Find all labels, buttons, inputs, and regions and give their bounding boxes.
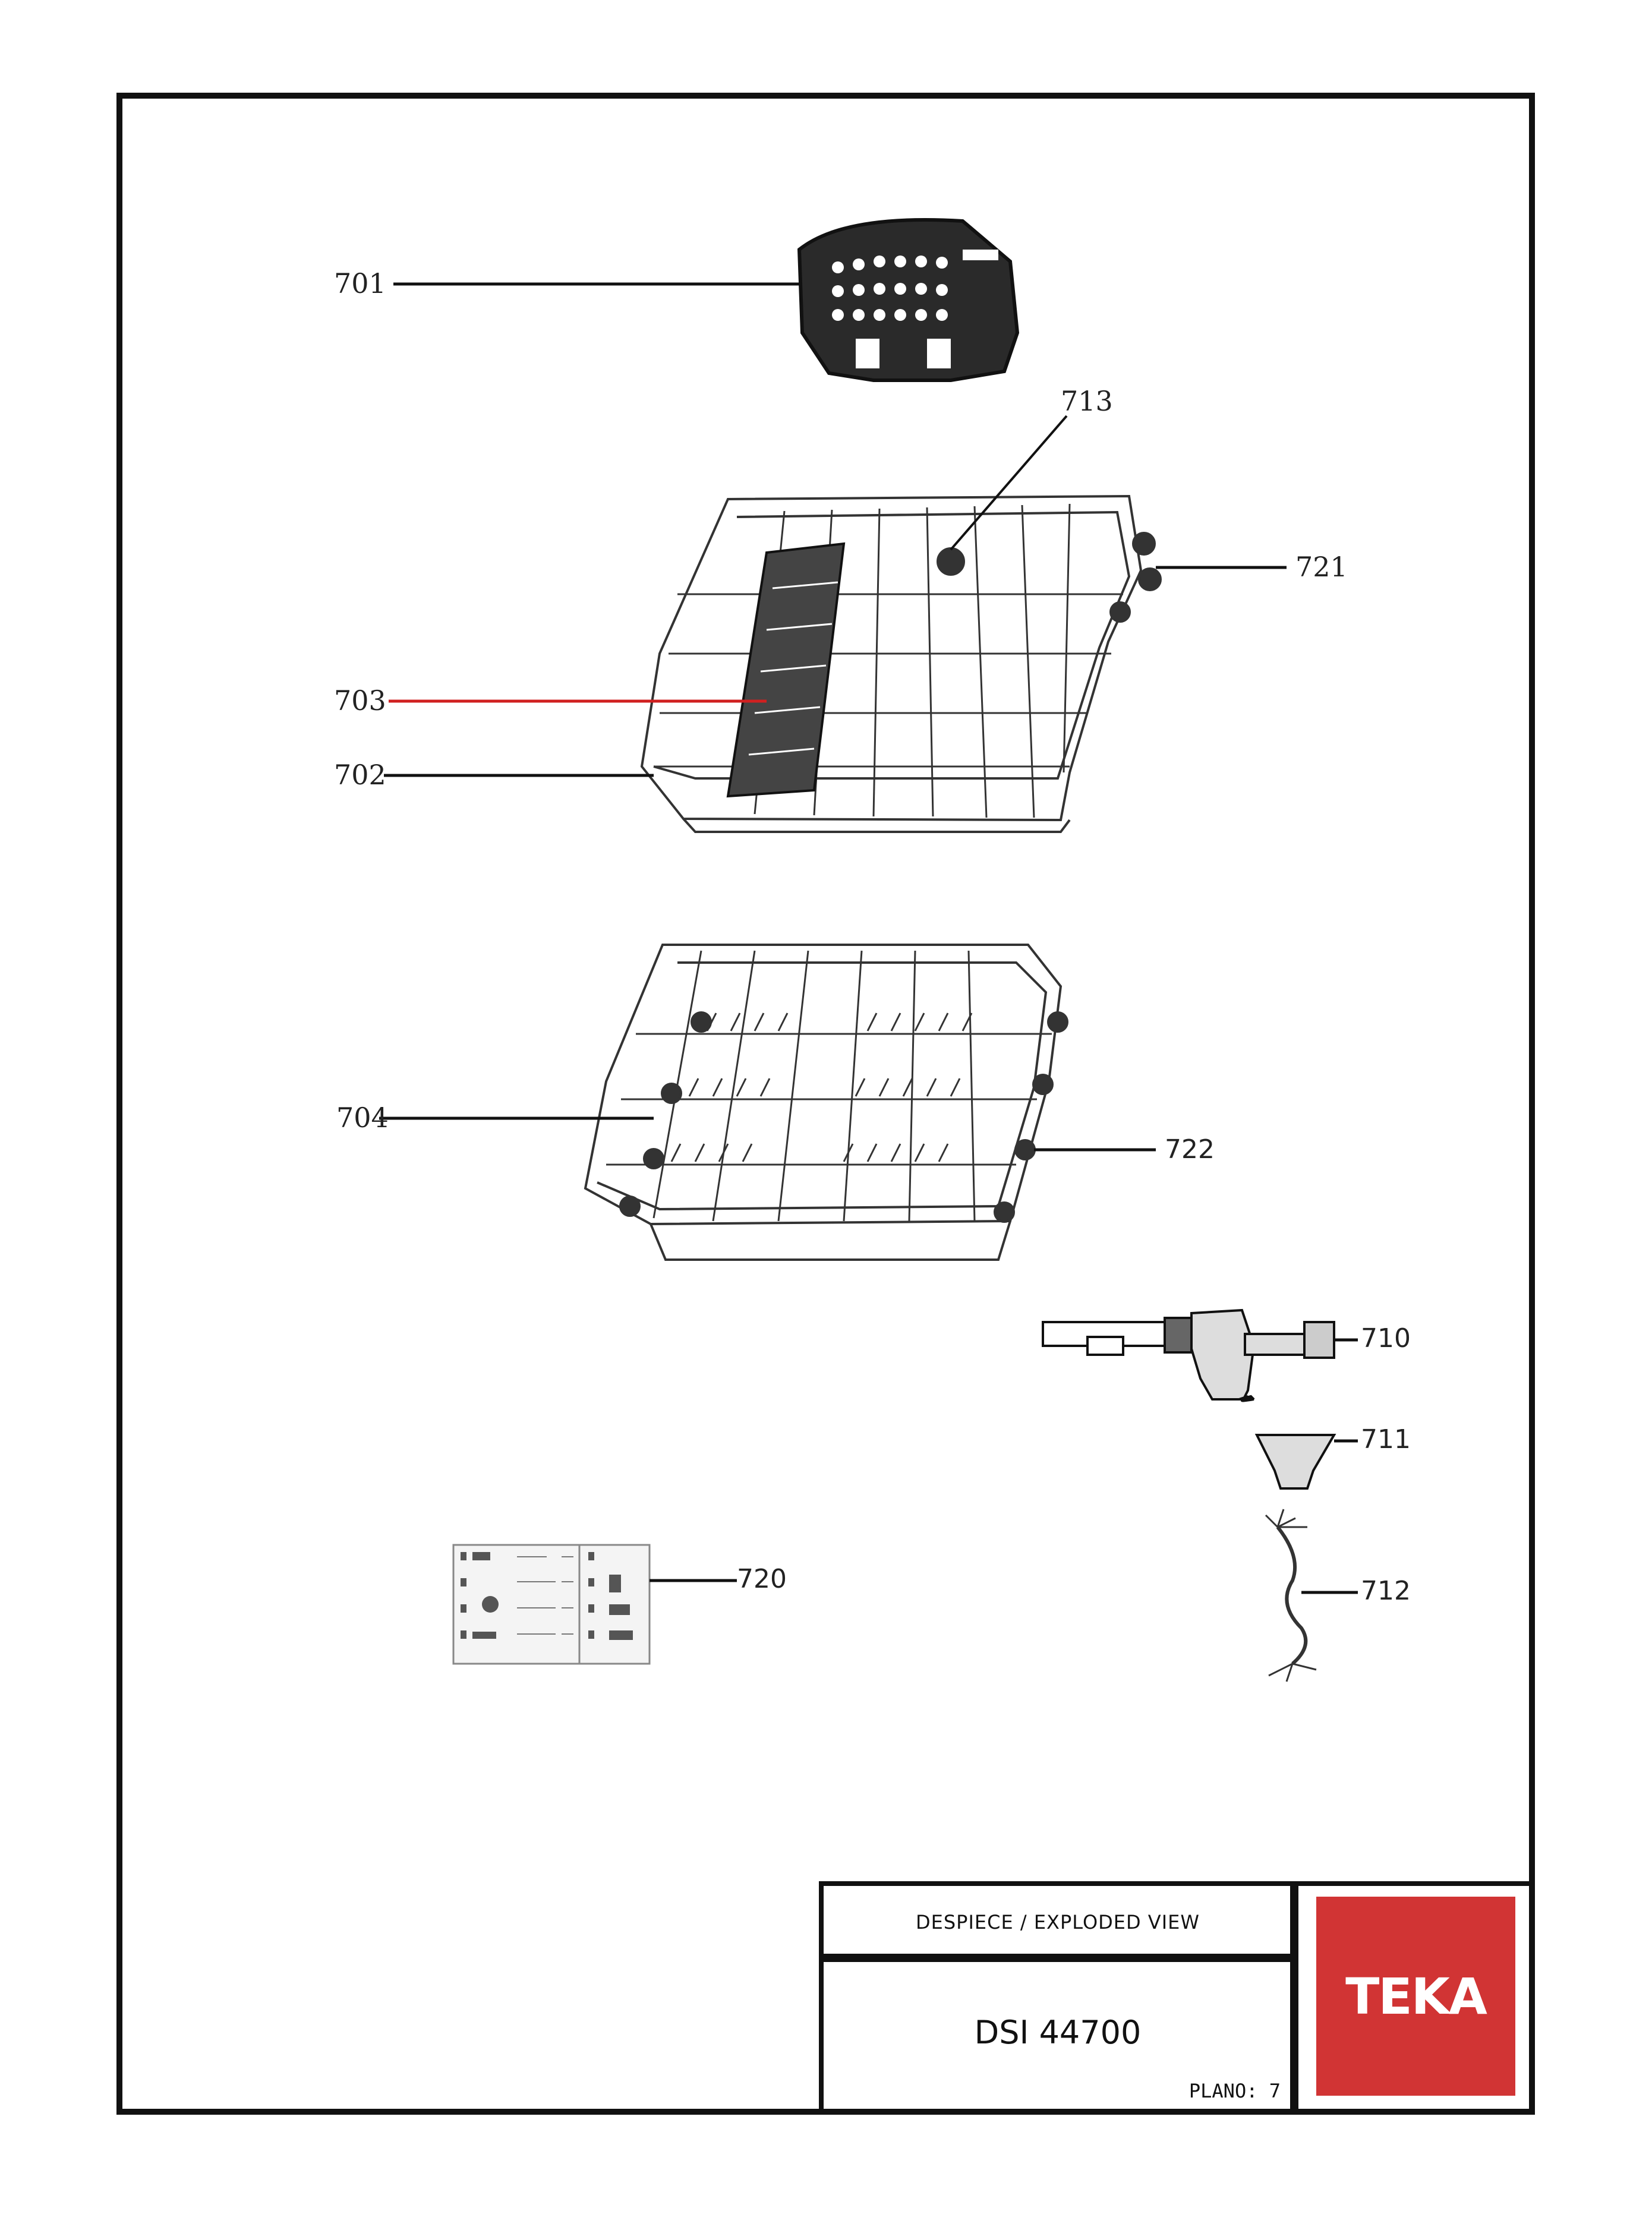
callout-713: 713 [1061,385,1113,417]
callout-704: 704 [336,1102,389,1134]
cutlery-basket-icon [797,218,1020,382]
wiring-harness-icon [1265,1509,1317,1682]
callout-710: 710 [1361,1323,1411,1354]
callout-711: 711 [1361,1424,1411,1455]
title-block-frame [819,1881,1534,2114]
callout-702: 702 [334,759,386,791]
accessories-sheet-icon [452,1544,651,1665]
callout-701: 701 [334,267,386,299]
teka-logo-text: TEKA [1345,1967,1487,2026]
callout-712: 712 [1361,1576,1411,1606]
leader-713 [950,415,1068,551]
cap-icon [1254,1434,1336,1490]
inlet-valve-icon [1042,1308,1335,1402]
callout-721: 721 [1295,551,1348,583]
lower-basket-icon [584,944,1068,1261]
callout-722: 722 [1165,1134,1215,1165]
callout-703: 703 [334,685,386,717]
title-block-heading: DESPIECE / EXPLODED VIEW [916,1911,1200,1933]
teka-logo: TEKA [1316,1897,1515,2096]
sheet-number: PLANO: 7 [1188,2080,1281,2102]
model-number: DSI 44700 [974,2013,1142,2051]
callout-720: 720 [737,1564,787,1594]
drawing-frame [116,93,1535,2115]
upper-basket-icon [640,494,1162,833]
